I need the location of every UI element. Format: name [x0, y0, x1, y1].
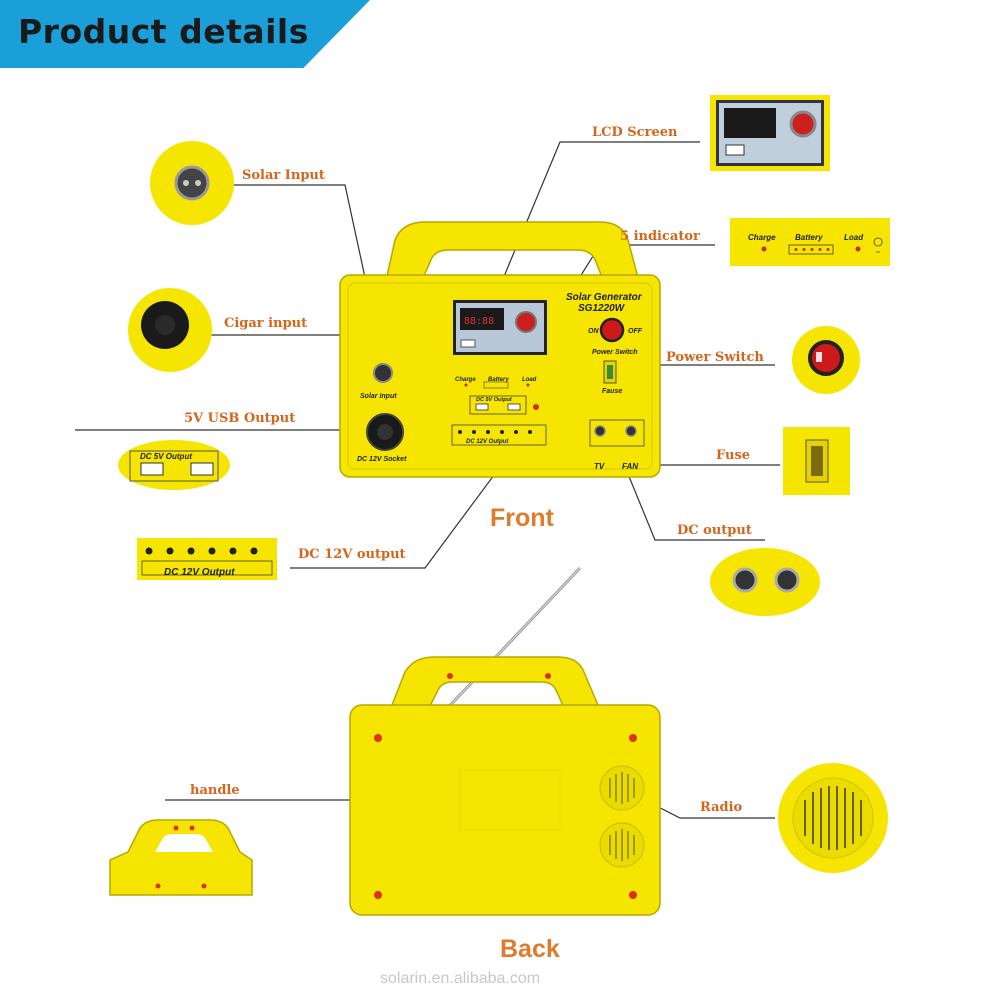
inset-dc12-label: DC 12V Output [164, 567, 235, 578]
label-front-view: Front [490, 504, 554, 532]
front-solar-input-label: Solar Input [360, 393, 397, 400]
label-dc-output: DC output [677, 523, 752, 538]
inset-indicator-charge: Charge [748, 233, 776, 242]
label-dc12-output: DC 12V output [298, 547, 406, 562]
inset-solar-input [150, 141, 234, 225]
inset-indicator-battery: Battery [795, 233, 823, 242]
front-switch-label: Power Switch [592, 349, 638, 356]
front-usb-output-label: DC 5V Output [476, 397, 513, 403]
front-device: 88:88 Solar Generator SG1220W ON OFF Pow… [339, 221, 661, 478]
leader-dc12 [290, 439, 521, 569]
front-dc-output [589, 419, 645, 447]
front-body [339, 274, 661, 478]
front-power-switch [599, 317, 625, 343]
label-usb-output: 5V USB Output [184, 411, 296, 426]
label-radio: Radio [700, 800, 743, 815]
front-indicator-charge: Charge [455, 377, 476, 383]
back-handle [388, 656, 602, 711]
inset-lcd [710, 95, 830, 171]
front-tv-label: TV [594, 462, 605, 471]
header-banner [0, 0, 370, 68]
label-lcd-screen: LCD Screen [592, 125, 678, 140]
inset-dc12: DC 12V Output [137, 538, 277, 580]
inset-cigar [128, 288, 212, 372]
watermark: solarin.en.alibaba.com [380, 970, 541, 987]
page-title: Product details [18, 12, 309, 51]
inset-power-switch [792, 326, 860, 394]
inset-indicator: Charge Battery Load [730, 218, 890, 266]
label-fuse: Fuse [716, 448, 751, 463]
front-brand-line1: Solar Generator [566, 292, 643, 303]
front-usb-output [469, 395, 527, 415]
front-dc12-output-label: DC 12V Output [466, 439, 509, 445]
front-fan-label: FAN [622, 462, 638, 471]
label-cigar-input: Cigar input [224, 316, 308, 331]
front-dc12-output [451, 424, 547, 446]
label-power-switch: Power Switch [666, 350, 764, 365]
svg-text:88:88: 88:88 [464, 316, 494, 327]
inset-dc-output [710, 548, 820, 616]
front-brand-line2: SG1220W [578, 303, 626, 314]
inset-handle [109, 819, 253, 896]
front-solar-input-port [373, 363, 393, 383]
back-device [349, 566, 661, 916]
inset-fuse [783, 427, 850, 495]
label-solar-input: Solar Input [242, 168, 325, 183]
label-five-indicator: 5 indicator [620, 229, 700, 244]
inset-indicator-load: Load [844, 233, 864, 242]
front-switch-off: OFF [628, 328, 643, 335]
inset-usb: DC 5V Output [118, 440, 230, 490]
label-handle: handle [190, 783, 240, 798]
front-socket-label: DC 12V Socket [357, 456, 407, 463]
label-back-view: Back [500, 935, 560, 963]
front-switch-on: ON [588, 328, 599, 335]
front-indicator-load: Load [522, 377, 537, 383]
inset-radio [778, 763, 888, 873]
inset-usb-label: DC 5V Output [140, 452, 192, 461]
back-body [349, 704, 661, 916]
front-indicator-battery: Battery [488, 377, 509, 383]
front-fuse-label: Fause [602, 388, 622, 395]
leader-lcd [489, 141, 700, 311]
